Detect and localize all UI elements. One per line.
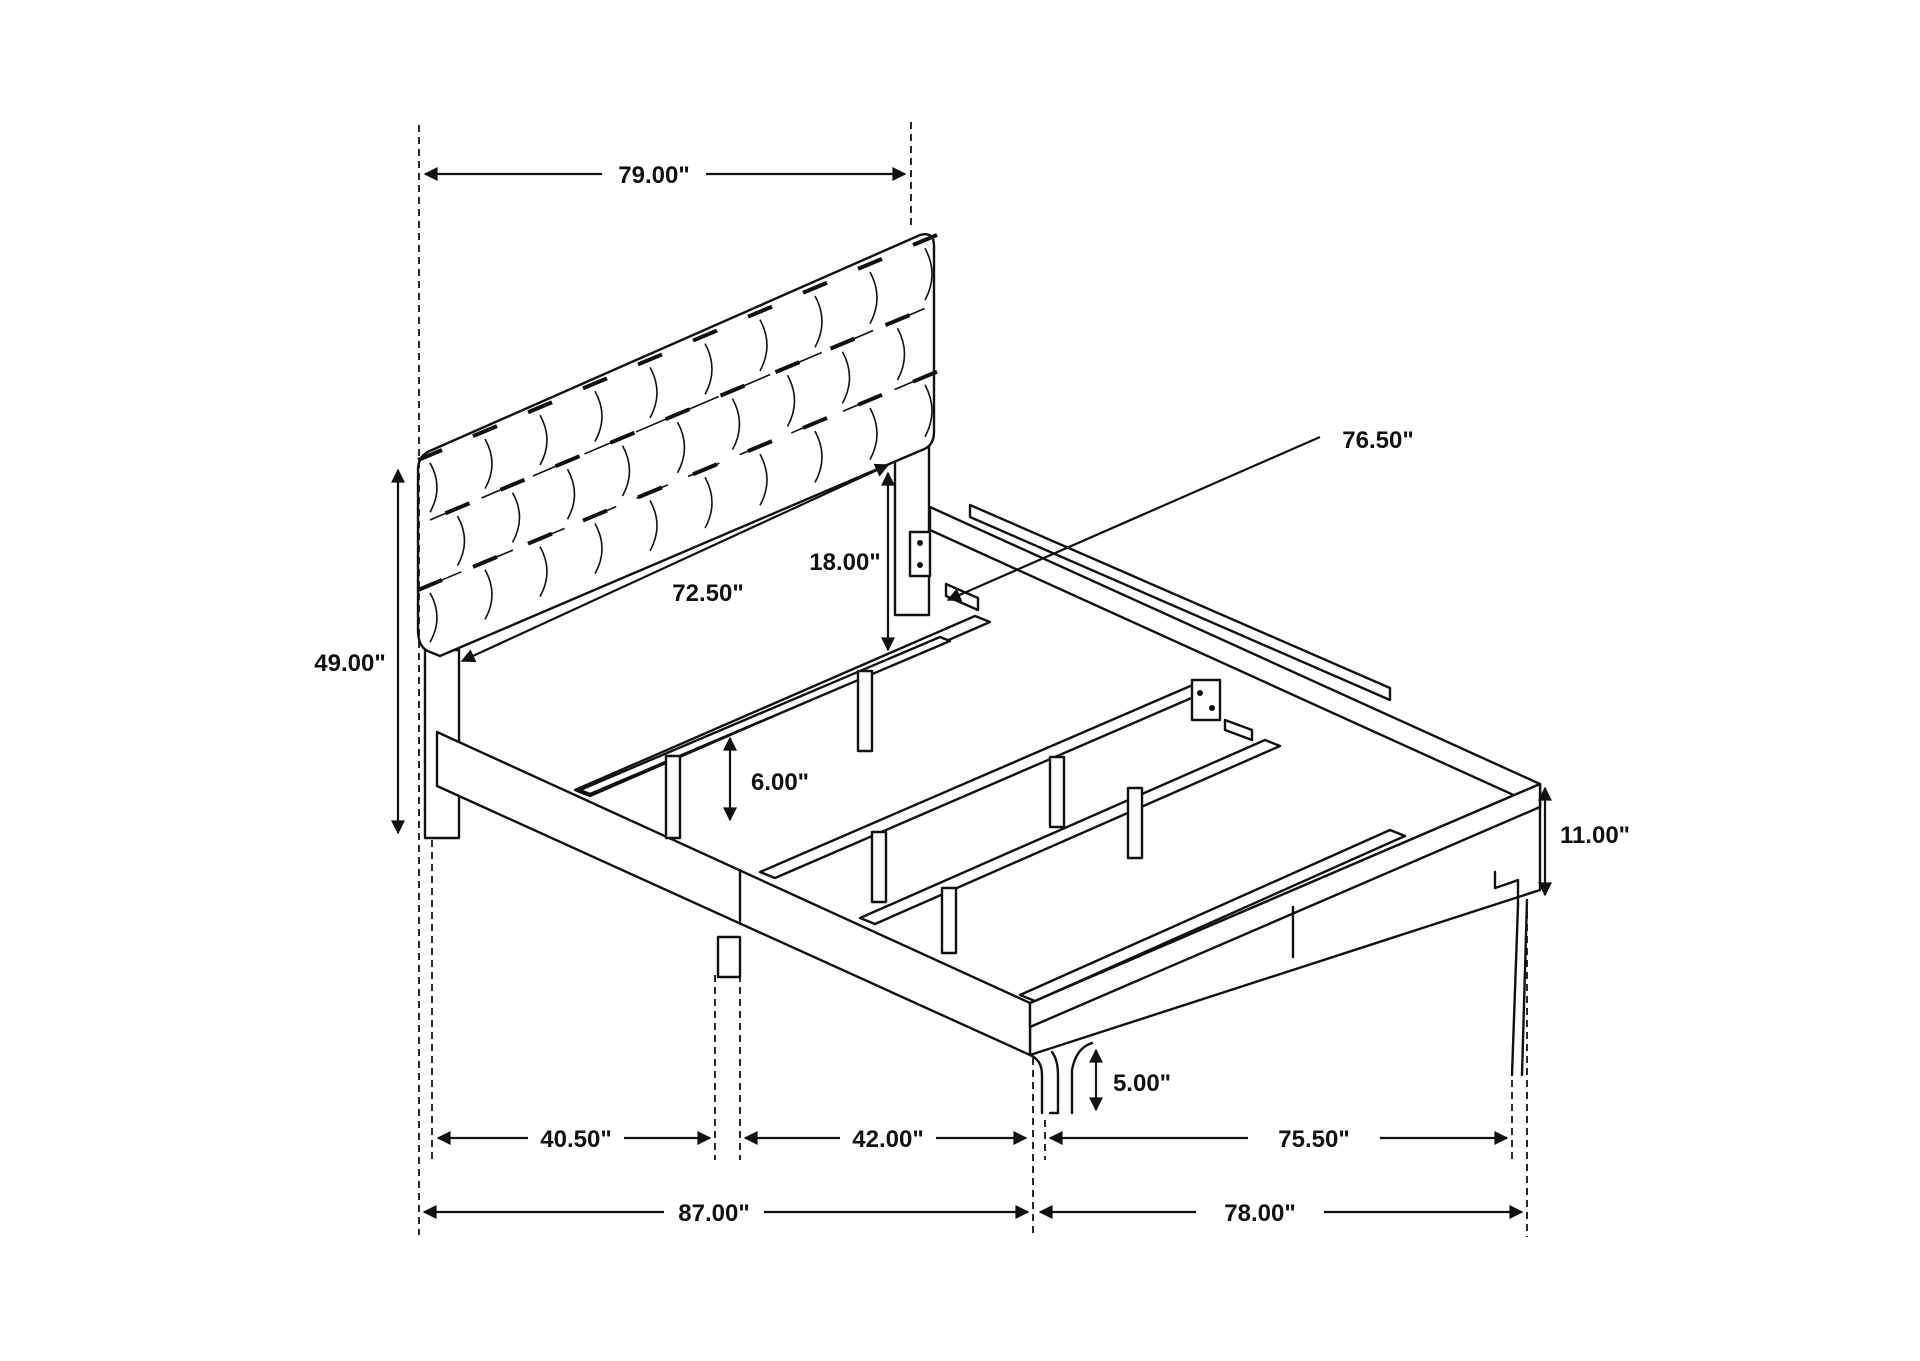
tuft-seam [731, 398, 741, 451]
center-rail [968, 503, 1392, 702]
label-leg-height: 5.00" [1113, 1070, 1171, 1097]
label-half-right: 42.00" [852, 1126, 923, 1153]
tuft-seam [539, 414, 548, 466]
tuft-button [417, 448, 443, 462]
tuft-seam [429, 462, 438, 513]
tuft-button [637, 352, 663, 367]
tuft-button [912, 233, 938, 247]
tuft-seam [814, 295, 823, 348]
label-half-left: 40.50" [540, 1126, 611, 1153]
tuft-button [692, 328, 718, 343]
label-inner-width: 72.50" [672, 580, 743, 607]
arrow-diagonal [946, 435, 1321, 602]
tuft-button [857, 257, 883, 271]
tuft-seam [594, 390, 603, 442]
dimension-labels: 79.00" 49.00" 72.50" 18.00" 76.50" 6.00"… [304, 158, 1630, 1228]
tuft-seam [841, 351, 851, 404]
label-overall-height: 49.00" [314, 650, 385, 677]
tuft-button [802, 280, 828, 295]
tuft-seam [429, 592, 438, 643]
tuft-seam [786, 374, 796, 427]
tuft-seam [869, 407, 878, 461]
front-legs [716, 935, 1094, 1115]
label-diagonal: 76.50" [1342, 427, 1413, 454]
label-frame-height: 11.00" [1560, 822, 1630, 849]
bed-drawing [416, 232, 1542, 1115]
tuft-seam [924, 384, 933, 438]
tuft-seam [924, 247, 933, 301]
tuft-button [747, 304, 773, 319]
tuft-seam [704, 343, 713, 395]
label-inner-length: 75.50" [1278, 1126, 1349, 1153]
arrow-inner-width [460, 463, 890, 663]
extension-lines [418, 122, 1528, 1237]
label-overall-length: 87.00" [678, 1200, 749, 1227]
tuft-seam [759, 319, 768, 372]
label-slat-clearance: 6.00" [751, 769, 809, 796]
tuft-seam [896, 327, 906, 381]
tuft-button [582, 376, 608, 391]
tuft-button [664, 407, 691, 422]
left-side-rail [435, 730, 1542, 1057]
label-panel-height: 18.00" [809, 549, 880, 576]
tuft-button [527, 400, 553, 415]
tuft-seam [649, 367, 658, 419]
label-headboard-width: 79.00" [618, 162, 689, 189]
tuft-seam [869, 271, 878, 325]
support-legs [664, 669, 1144, 955]
tuft-button [472, 424, 498, 438]
label-overall-width: 78.00" [1224, 1200, 1295, 1227]
right-side-rail [928, 505, 1542, 1057]
